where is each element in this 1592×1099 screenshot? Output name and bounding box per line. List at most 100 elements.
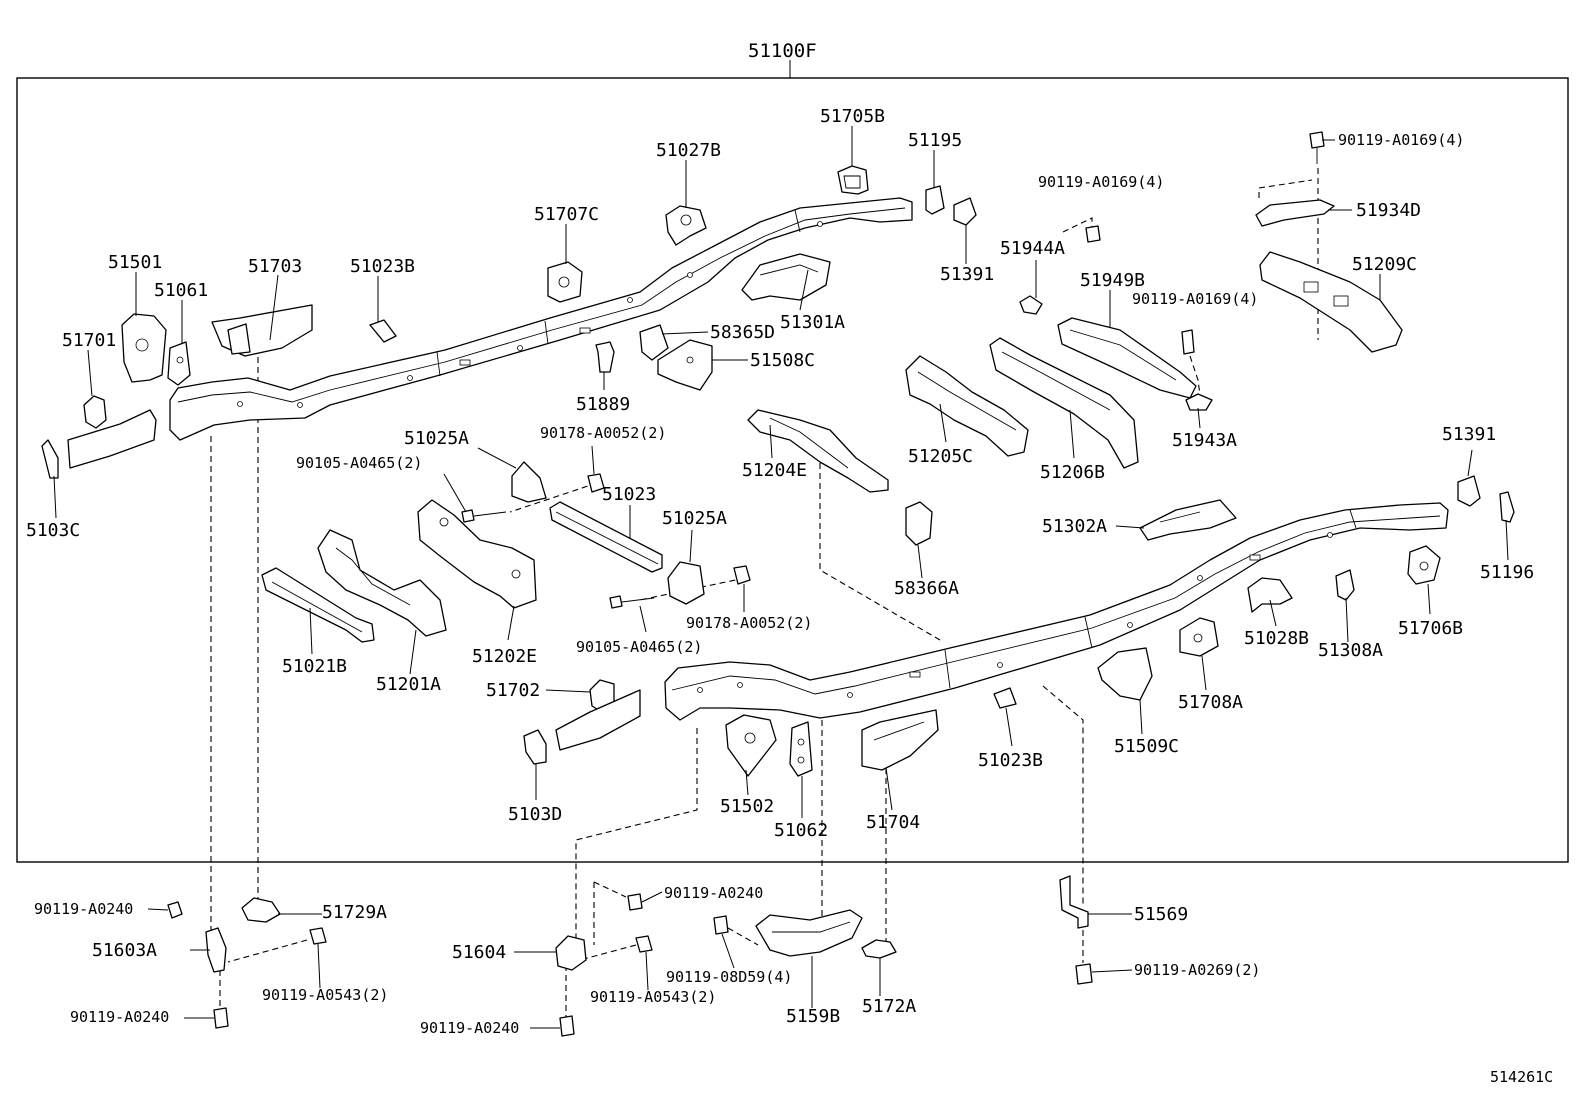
- part-51196-shape: [1499, 491, 1515, 523]
- part-51509C-shape: [1097, 647, 1153, 701]
- bolt-90119-A0543-a: [309, 927, 327, 945]
- bolt-90105-top: [461, 509, 507, 523]
- part-58366A-shape: [905, 501, 933, 546]
- lower-side-rail: [664, 502, 1449, 721]
- bolt-90119-A0240-c: [627, 893, 643, 911]
- assembly-frame: [16, 60, 1569, 863]
- part-51025A-top-shape: [511, 461, 547, 503]
- part-51508C-shape: [657, 339, 713, 391]
- part-51889-shape: [595, 341, 615, 373]
- label-51027B: 51027B: [656, 140, 721, 161]
- part-51569-shape: [1059, 875, 1089, 929]
- part-51023-shape: [549, 501, 663, 573]
- part-51706B-shape: [1407, 545, 1441, 585]
- label-5172A: 5172A: [862, 996, 916, 1017]
- part-5172A-shape: [861, 939, 897, 959]
- label-90119-A0169-4-mid: 90119-A0169(4): [1038, 173, 1164, 191]
- part-51202E-shape: [417, 499, 537, 609]
- label-5159B: 5159B: [786, 1006, 840, 1027]
- label-51062: 51062: [774, 820, 828, 841]
- part-5103C-bracket-shape: [41, 409, 157, 479]
- part-51934D-shape: [1255, 199, 1335, 227]
- label-51701: 51701: [62, 330, 116, 351]
- upper-side-rail: [169, 197, 913, 441]
- part-51603A-shape: [205, 927, 227, 973]
- part-51023B-bot-shape: [993, 687, 1017, 709]
- part-51502-shape: [725, 714, 777, 777]
- label-51023: 51023: [602, 484, 656, 505]
- label-51703: 51703: [248, 256, 302, 277]
- bolt-90119-A0169-right: [1181, 329, 1195, 355]
- label-51604: 51604: [452, 942, 506, 963]
- part-51028B-shape: [1247, 577, 1293, 613]
- label-51702: 51702: [486, 680, 540, 701]
- part-51705B-shape: [837, 165, 869, 195]
- part-51701-shape: [83, 395, 107, 429]
- part-51209C-shape: [1259, 251, 1403, 353]
- label-51195: 51195: [908, 130, 962, 151]
- label-51569: 51569: [1134, 904, 1188, 925]
- label-5103D: 5103D: [508, 804, 562, 825]
- label-51391-right: 51391: [1442, 424, 1496, 445]
- bolt-90119-08D59: [713, 915, 729, 935]
- label-51508C: 51508C: [750, 350, 815, 371]
- label-51061: 51061: [154, 280, 208, 301]
- part-58365D-shape: [639, 324, 669, 361]
- label-51302A: 51302A: [1042, 516, 1107, 537]
- label-51705B: 51705B: [820, 106, 885, 127]
- label-90105-A0465-2-top: 90105-A0465(2): [296, 454, 422, 472]
- part-51729A-shape: [241, 897, 281, 923]
- assembly-label: 51100F: [748, 40, 817, 62]
- bolt-90119-A0543-b: [635, 935, 653, 953]
- label-90119-A0240-a: 90119-A0240: [34, 900, 133, 918]
- label-51501: 51501: [108, 252, 162, 273]
- label-51943A: 51943A: [1172, 430, 1237, 451]
- label-51509C: 51509C: [1114, 736, 1179, 757]
- part-51027B-shape: [665, 205, 707, 246]
- part-5159B-shape: [755, 909, 863, 957]
- part-51707C-shape: [547, 261, 583, 303]
- label-58366A: 58366A: [894, 578, 959, 599]
- label-58365D: 58365D: [710, 322, 775, 343]
- label-90119-A0169-4-right: 90119-A0169(4): [1132, 290, 1258, 308]
- figure-code: 514261C: [1490, 1068, 1553, 1086]
- part-51301A-shape: [741, 253, 831, 301]
- label-51708A: 51708A: [1178, 692, 1243, 713]
- bolt-90119-A0240-d: [559, 1015, 575, 1037]
- label-90119-A0169-4-top: 90119-A0169(4): [1338, 131, 1464, 149]
- part-51702-bracket-shape: [555, 689, 641, 751]
- leader-lines: [53, 126, 1509, 1029]
- label-51201A: 51201A: [376, 674, 441, 695]
- bolt-90119-A0169-top: [1309, 131, 1325, 164]
- bolt-90119-A0240-b: [213, 1007, 229, 1029]
- bolt-90119-A0169-mid: [1085, 225, 1101, 243]
- label-51704: 51704: [866, 812, 920, 833]
- part-51062-shape: [789, 721, 813, 777]
- part-51604-shape: [555, 935, 587, 971]
- bolt-90105-mid: [609, 595, 655, 609]
- part-51708A-shape: [1179, 617, 1219, 657]
- label-90119-08D59-4: 90119-08D59(4): [666, 968, 792, 986]
- part-51195-shape: [925, 185, 945, 215]
- label-51603A: 51603A: [92, 940, 157, 961]
- label-90119-A0240-c: 90119-A0240: [70, 1008, 169, 1026]
- label-5103C: 5103C: [26, 520, 80, 541]
- label-51204E: 51204E: [742, 460, 807, 481]
- label-51021B: 51021B: [282, 656, 347, 677]
- part-51943A-shape: [1185, 393, 1213, 411]
- part-51501-shape: [121, 313, 167, 383]
- label-51707C: 51707C: [534, 204, 599, 225]
- label-51706B: 51706B: [1398, 618, 1463, 639]
- label-51025A-top: 51025A: [404, 428, 469, 449]
- label-51028B: 51028B: [1244, 628, 1309, 649]
- label-51301A: 51301A: [780, 312, 845, 333]
- label-90119-A0240-b: 90119-A0240: [664, 884, 763, 902]
- part-51704-shape: [861, 709, 939, 771]
- label-51391-top: 51391: [940, 264, 994, 285]
- label-51729A: 51729A: [322, 902, 387, 923]
- label-51944A: 51944A: [1000, 238, 1065, 259]
- part-51201A-shape: [317, 529, 447, 637]
- label-90105-A0465-2-mid: 90105-A0465(2): [576, 638, 702, 656]
- label-51205C: 51205C: [908, 446, 973, 467]
